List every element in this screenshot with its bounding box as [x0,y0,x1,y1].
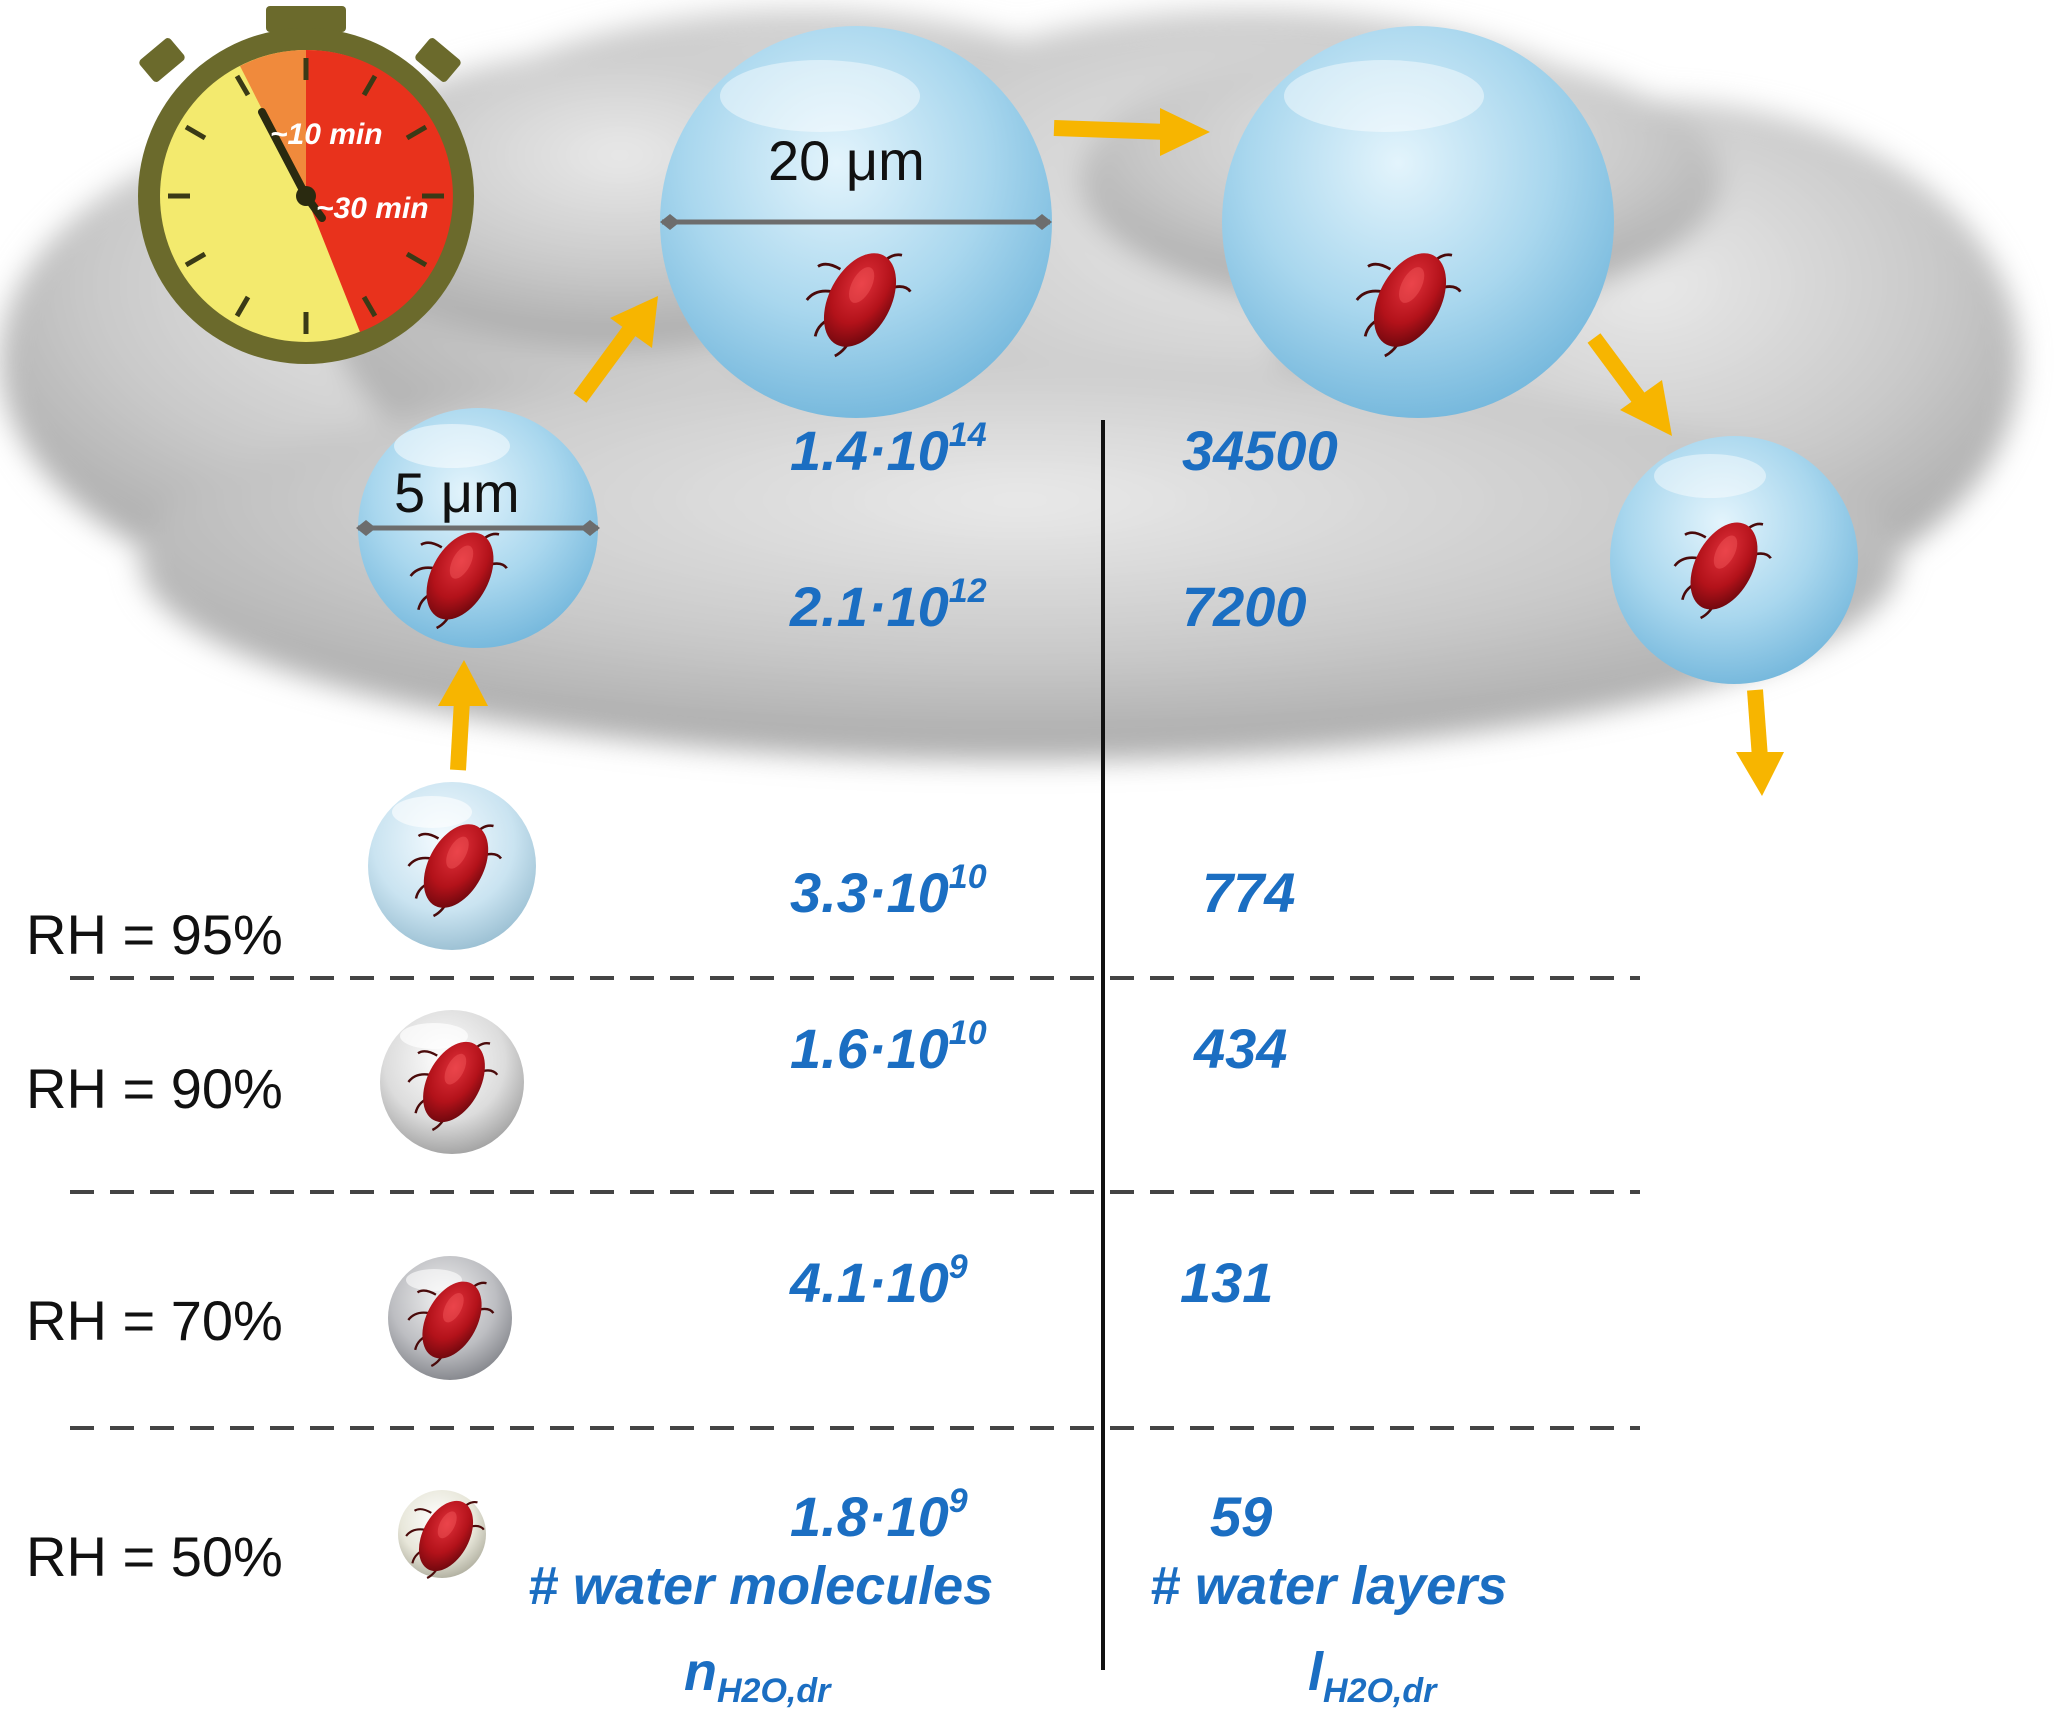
growth-arrows [438,108,1784,796]
stopwatch-icon: ~10 min ~30 min [138,6,474,364]
droplet-cloud-large [1222,26,1614,418]
cloud-row-20um: 1.4·1014 34500 [790,416,1338,482]
arrow-right [1053,108,1210,156]
row-separators [70,976,1640,1430]
molecules-value: 1.8·109 [790,1482,968,1548]
droplet-rh90 [380,1010,524,1154]
rh-label: RH = 70% [26,1289,283,1352]
molecules-value: 2.1·1012 [789,572,987,638]
molecules-column-symbol: nH2O,dr [684,1642,832,1709]
molecules-value: 4.1·109 [789,1248,968,1314]
droplet-rh95 [368,782,536,950]
size-label-20um: 20 μm [768,129,925,192]
droplet-rh70 [388,1256,512,1380]
rh-label: RH = 90% [26,1057,283,1120]
arrow-up-2 [573,296,658,403]
molecules-value: 3.3·1010 [790,858,987,924]
layers-value: 434 [1193,1017,1287,1080]
arrow-down-right [1587,333,1672,436]
rh-label: RH = 50% [26,1525,283,1588]
molecules-value: 1.6·1010 [790,1014,987,1080]
droplet-rh50 [398,1490,486,1582]
arrow-up-1 [438,660,488,771]
arrow-down [1736,689,1784,796]
layers-column-symbol: lH2O,dr [1308,1642,1438,1709]
molecules-value: 1.4·1014 [790,416,987,482]
droplet-20um: 20 μm [660,26,1052,418]
rh-label: RH = 95% [26,903,283,966]
layers-value: 131 [1180,1251,1273,1314]
molecules-column-label: # water molecules [528,1556,993,1616]
droplet-5um: 5 μm [356,408,600,648]
size-label-5um: 5 μm [394,461,520,524]
row-rh50: RH = 50% 1.8·109 59 [26,1482,1272,1588]
droplet-cloud-falling [1610,436,1858,684]
layers-value: 59 [1210,1485,1272,1548]
timer-label-30-min: ~30 min [316,192,429,225]
timer-label-10-min: ~10 min [270,118,383,151]
row-rh90: RH = 90% 1.6·1010 434 [26,1014,1287,1120]
layers-value: 34500 [1182,419,1338,482]
row-rh95: RH = 95% 3.3·1010 774 [26,858,1295,966]
row-rh70: RH = 70% 4.1·109 131 [26,1248,1273,1352]
cloud-row-5um: 2.1·1012 7200 [789,572,1307,638]
layers-column-label: # water layers [1150,1556,1507,1616]
layers-value: 774 [1202,861,1295,924]
layers-value: 7200 [1182,575,1307,638]
